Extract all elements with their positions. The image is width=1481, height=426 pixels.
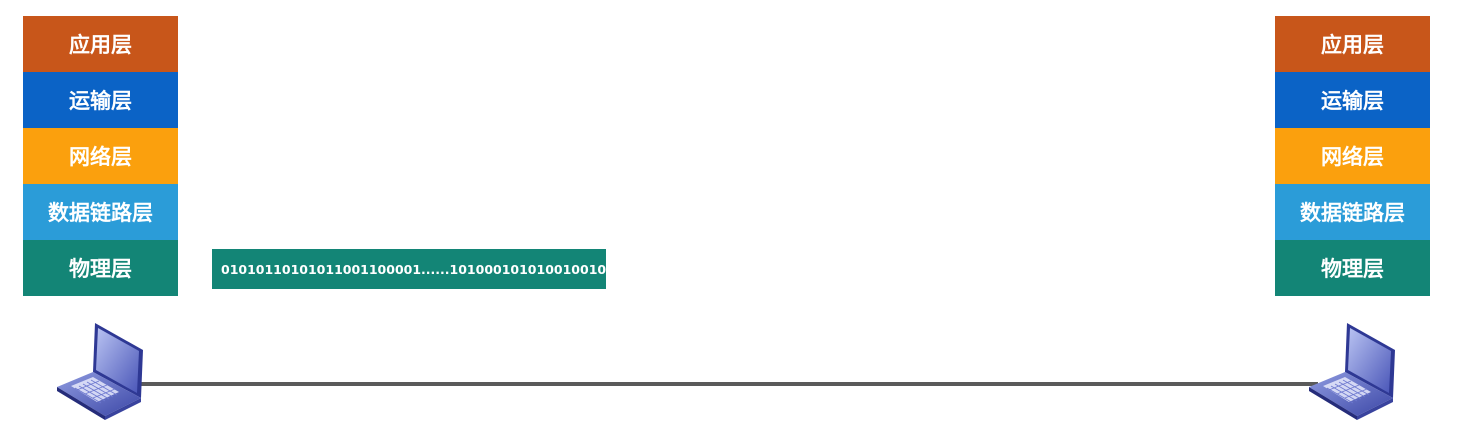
right-layer-physical: 物理层 [1275, 240, 1430, 296]
right-layer-data-link: 数据链路层 [1275, 184, 1430, 240]
left-layer-data-link: 数据链路层 [23, 184, 178, 240]
left-layer-network: 网络层 [23, 128, 178, 184]
left-protocol-stack: 应用层 运输层 网络层 数据链路层 物理层 [23, 16, 178, 296]
bitstream-text: 01010110101011001100001......10100010101… [221, 261, 606, 277]
right-protocol-stack: 应用层 运输层 网络层 数据链路层 物理层 [1275, 16, 1430, 296]
laptop-icon [1309, 323, 1395, 420]
right-layer-network: 网络层 [1275, 128, 1430, 184]
left-layer-transport: 运输层 [23, 72, 178, 128]
right-layer-application: 应用层 [1275, 16, 1430, 72]
right-layer-transport: 运输层 [1275, 72, 1430, 128]
left-layer-physical: 物理层 [23, 240, 178, 296]
bitstream-box: 01010110101011001100001......10100010101… [212, 249, 606, 289]
left-layer-application: 应用层 [23, 16, 178, 72]
laptop-icon [57, 323, 143, 420]
